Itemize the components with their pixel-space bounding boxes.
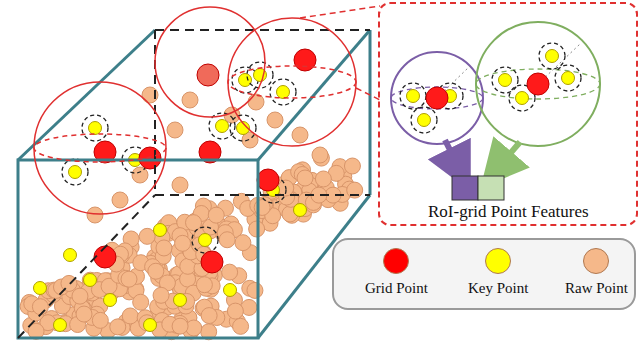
legend-swatch bbox=[383, 248, 409, 274]
point bbox=[89, 122, 102, 135]
point bbox=[54, 319, 67, 332]
point bbox=[227, 303, 243, 319]
point bbox=[208, 207, 224, 223]
point bbox=[148, 263, 164, 279]
point bbox=[182, 92, 198, 108]
legend-swatch bbox=[485, 248, 511, 274]
point bbox=[112, 192, 128, 208]
point bbox=[562, 72, 575, 85]
point bbox=[175, 235, 191, 251]
point bbox=[216, 120, 229, 133]
legend-box: Grid Point Key Point Raw Point bbox=[332, 238, 636, 310]
point bbox=[230, 115, 256, 141]
point bbox=[267, 112, 283, 128]
legend-label: Key Point bbox=[468, 280, 528, 297]
point bbox=[400, 83, 426, 109]
point bbox=[219, 232, 235, 248]
inset-label: RoI-grid Point Features bbox=[428, 202, 589, 222]
point bbox=[292, 127, 308, 143]
point bbox=[492, 67, 518, 93]
point bbox=[546, 50, 559, 63]
point bbox=[199, 234, 212, 247]
point bbox=[315, 171, 331, 187]
point bbox=[426, 87, 448, 109]
point bbox=[527, 73, 549, 95]
point bbox=[196, 277, 212, 293]
point bbox=[84, 274, 97, 287]
point bbox=[139, 228, 155, 244]
point bbox=[69, 166, 82, 179]
point bbox=[153, 287, 169, 303]
point bbox=[411, 107, 437, 133]
point bbox=[233, 318, 249, 334]
point bbox=[87, 207, 103, 223]
point bbox=[110, 319, 126, 335]
point bbox=[82, 115, 108, 141]
point bbox=[94, 246, 116, 268]
point bbox=[201, 251, 223, 273]
point bbox=[34, 282, 47, 295]
point bbox=[312, 147, 328, 163]
point bbox=[156, 240, 172, 256]
point bbox=[297, 170, 313, 186]
point bbox=[344, 158, 360, 174]
point bbox=[555, 65, 581, 91]
point bbox=[407, 90, 420, 103]
point bbox=[76, 306, 92, 322]
point bbox=[122, 308, 138, 324]
point bbox=[248, 94, 264, 110]
point bbox=[224, 284, 237, 297]
legend-label: Raw Point bbox=[565, 280, 628, 297]
point bbox=[539, 43, 565, 69]
point bbox=[186, 215, 202, 231]
point bbox=[239, 74, 252, 87]
point bbox=[154, 224, 167, 237]
point bbox=[257, 169, 279, 191]
point bbox=[172, 318, 188, 334]
point bbox=[132, 167, 148, 183]
point bbox=[201, 308, 217, 324]
point bbox=[516, 92, 529, 105]
point bbox=[172, 177, 188, 193]
point bbox=[92, 312, 108, 328]
point bbox=[72, 288, 88, 304]
point bbox=[192, 227, 218, 253]
point bbox=[64, 249, 77, 262]
point bbox=[235, 235, 251, 251]
point bbox=[247, 282, 263, 298]
point bbox=[294, 204, 307, 217]
legend-label: Grid Point bbox=[365, 280, 428, 297]
point bbox=[133, 294, 149, 310]
point bbox=[499, 74, 512, 87]
point bbox=[167, 122, 183, 138]
point bbox=[62, 159, 88, 185]
point bbox=[104, 294, 117, 307]
point bbox=[232, 67, 258, 93]
legend-swatch bbox=[583, 248, 609, 274]
point bbox=[174, 294, 187, 307]
point bbox=[32, 299, 48, 315]
point bbox=[270, 79, 296, 105]
inset-box: RoI-grid Point Features bbox=[378, 2, 638, 226]
point bbox=[418, 114, 431, 127]
point bbox=[197, 64, 219, 86]
point bbox=[222, 264, 238, 280]
point bbox=[144, 319, 157, 332]
point bbox=[277, 86, 290, 99]
point bbox=[294, 49, 316, 71]
point bbox=[121, 271, 137, 287]
